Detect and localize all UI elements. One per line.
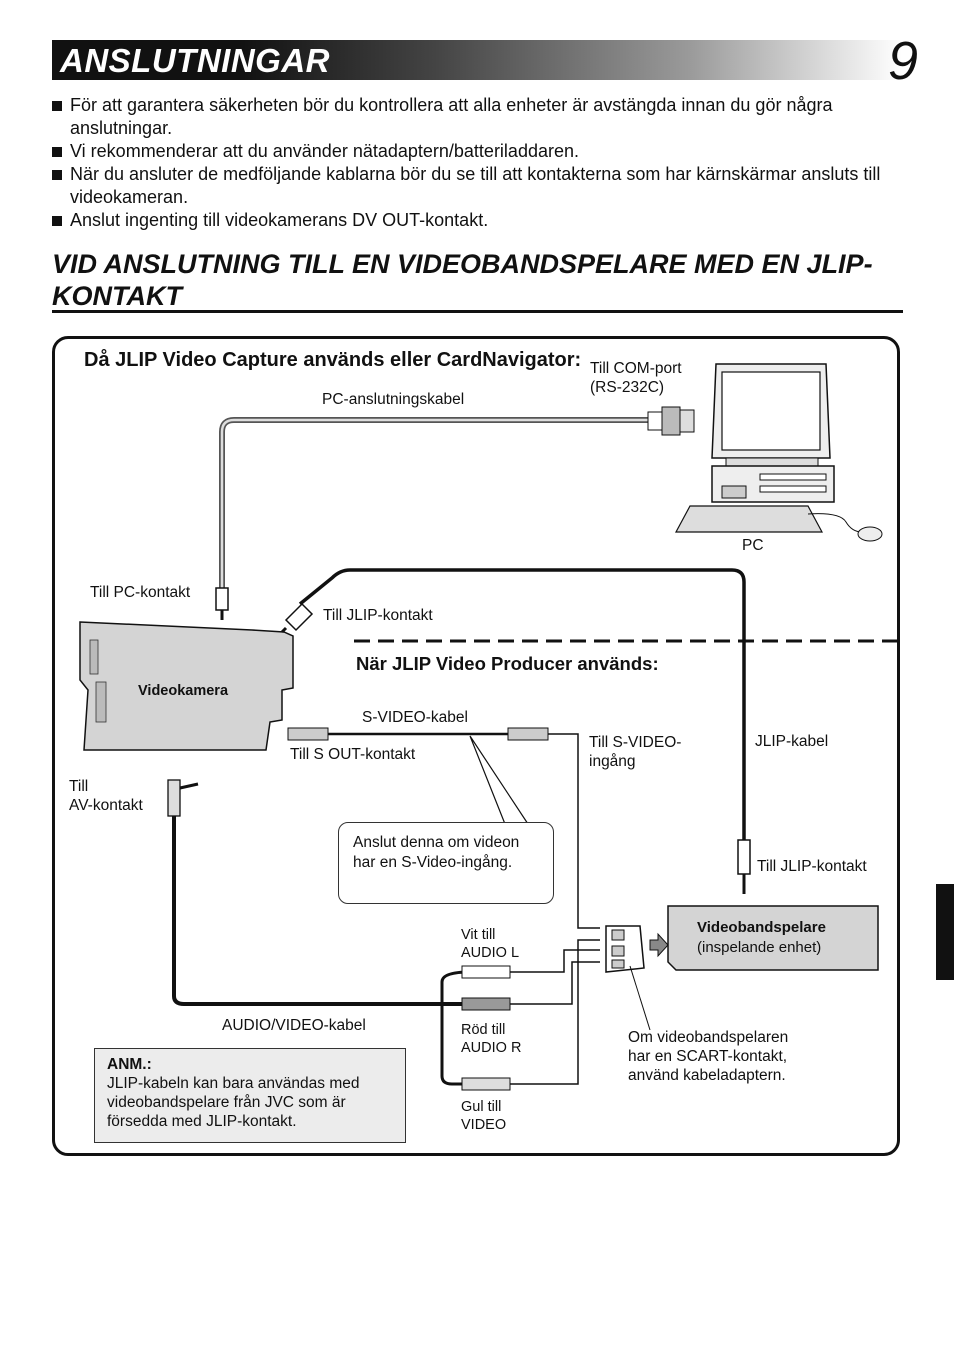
label-pc: PC: [742, 537, 764, 554]
label-vcr-title: Videobandspelare: [697, 919, 826, 936]
heading-producer: När JLIP Video Producer används:: [356, 653, 659, 674]
section-title: VID ANSLUTNING TILL EN VIDEOBANDSPELARE …: [52, 249, 873, 311]
rs232-connector-icon: [647, 406, 695, 436]
svideo-plug-icon: [287, 727, 329, 741]
av-plug-icon: [167, 779, 199, 817]
label-to-svideo-in: Till S-VIDEO- ingång: [589, 734, 682, 770]
section-rule: [52, 310, 903, 313]
square-bullet-icon: [52, 216, 62, 226]
heading-pc: Då JLIP Video Capture används eller Card…: [84, 349, 582, 371]
label-camcorder: Videokamera: [138, 683, 229, 699]
header-bar: [52, 40, 902, 80]
bullet-list: För att garantera säkerheten bör du kont…: [52, 94, 902, 232]
pc-icon: [674, 363, 883, 542]
bullet-item: Anslut ingenting till videokamerans DV O…: [52, 209, 902, 232]
scart-pointer: [629, 965, 651, 1031]
square-bullet-icon: [52, 101, 62, 111]
label-red-audio-r: Röd till AUDIO R: [461, 1022, 522, 1056]
label-svideo-cable: S-VIDEO-kabel: [362, 709, 468, 726]
pc-plug-icon: [215, 587, 229, 611]
label-jlip-cable: JLIP-kabel: [755, 733, 829, 750]
label-av-cable: AUDIO/VIDEO-kabel: [222, 1017, 366, 1034]
bullet-item: När du ansluter de medföljande kablarna …: [52, 163, 902, 209]
note-text: JLIP-kabeln kan bara användas med videob…: [107, 1075, 360, 1130]
label-to-pc-jack: Till PC-kontakt: [90, 584, 191, 601]
label-yellow-video: Gul till VIDEO: [461, 1099, 507, 1133]
square-bullet-icon: [52, 170, 62, 180]
svideo-callout: Anslut denna om videon har en S-Video-in…: [338, 822, 554, 904]
label-to-jlip-vcr: Till JLIP-kontakt: [757, 858, 867, 875]
label-to-jlip-cam: Till JLIP-kontakt: [323, 607, 433, 624]
label-to-s-out: Till S OUT-kontakt: [290, 746, 416, 763]
label-scart-note: Om videobandspelaren har en SCART-kontak…: [628, 1029, 789, 1084]
section-tab-marker: [936, 884, 954, 980]
svideo-plug-icon: [507, 727, 549, 741]
bullet-item: För att garantera säkerheten bör du kont…: [52, 94, 902, 140]
label-vcr-sub: (inspelande enhet): [697, 939, 822, 956]
rca-plugs-icon: [461, 965, 511, 1091]
note-box: ANM.: JLIP-kabeln kan bara användas med …: [94, 1048, 406, 1143]
bullet-item: Vi rekommenderar att du använder nätadap…: [52, 140, 902, 163]
scart-adapter-icon: [605, 925, 669, 973]
av-cable: [172, 816, 462, 1006]
label-white-audio-l: Vit till AUDIO L: [461, 927, 520, 961]
page-title: ANSLUTNINGAR: [60, 42, 330, 79]
jlip-cable: [298, 568, 746, 840]
page-number: 9: [888, 31, 919, 91]
note-title: ANM.:: [107, 1056, 152, 1073]
jlip-plug-camera-icon: [280, 602, 314, 634]
label-pc-cable: PC-anslutningskabel: [322, 391, 465, 408]
jlip-plug-vcr-icon: [737, 839, 751, 894]
vcr-icon: [667, 905, 879, 971]
pc-cable: [219, 417, 650, 590]
square-bullet-icon: [52, 147, 62, 157]
label-com-port: Till COM-port (RS-232C): [590, 360, 682, 396]
diagram-frame: [52, 336, 900, 1156]
label-to-av: Till AV-kontakt: [69, 778, 143, 814]
